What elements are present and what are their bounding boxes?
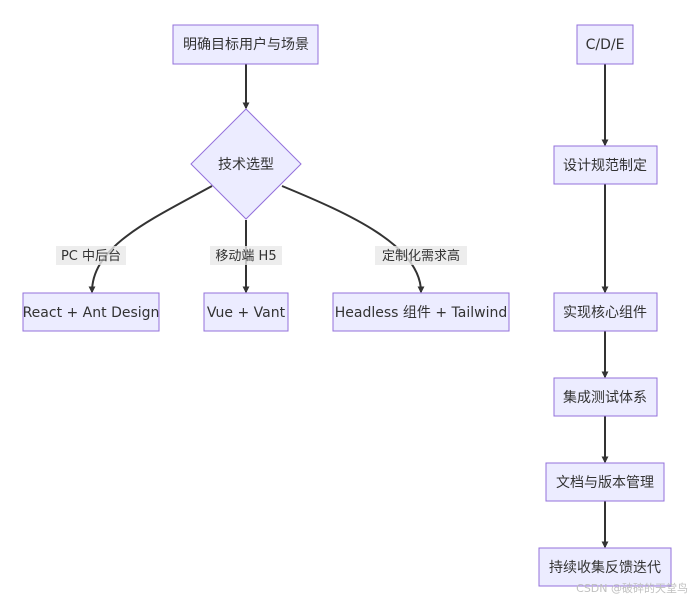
edge-tech-react xyxy=(88,185,213,294)
edges xyxy=(88,64,609,549)
node-vue: Vue + Vant xyxy=(203,292,289,332)
edge-label-custom: 定制化需求高 xyxy=(375,246,467,265)
node-spec: 设计规范制定 xyxy=(553,145,658,185)
node-docs-label: 文档与版本管理 xyxy=(556,475,654,491)
edge-label-pc: PC 中后台 xyxy=(56,246,126,265)
node-goal-label: 明确目标用户与场景 xyxy=(183,36,309,53)
node-feedback-label: 持续收集反馈迭代 xyxy=(549,559,661,576)
node-docs: 文档与版本管理 xyxy=(545,462,665,502)
node-headless-label: Headless 组件 + Tailwind xyxy=(335,305,507,321)
watermark: CSDN @破碎的天堂鸟 xyxy=(576,582,688,595)
node-test-label: 集成测试体系 xyxy=(563,389,647,406)
node-headless: Headless 组件 + Tailwind xyxy=(332,292,510,332)
node-core: 实现核心组件 xyxy=(553,292,658,332)
node-goal: 明确目标用户与场景 xyxy=(172,24,319,65)
edge-tech-headless xyxy=(281,185,425,294)
edge-label-mobile: 移动端 H5 xyxy=(210,246,282,265)
edge-label-custom-text: 定制化需求高 xyxy=(382,248,460,264)
node-tech-decision: 技术选型 xyxy=(190,108,302,220)
node-vue-label: Vue + Vant xyxy=(207,305,286,321)
node-cde-label: C/D/E xyxy=(586,37,625,53)
node-core-label: 实现核心组件 xyxy=(563,305,647,321)
node-cde: C/D/E xyxy=(576,24,634,65)
node-react: React + Ant Design xyxy=(22,292,160,332)
node-react-label: React + Ant Design xyxy=(23,305,160,321)
node-test: 集成测试体系 xyxy=(553,377,658,417)
node-tech-label: 技术选型 xyxy=(218,157,274,173)
edge-label-pc-text: PC 中后台 xyxy=(61,249,121,264)
edge-label-mobile-text: 移动端 H5 xyxy=(215,249,276,264)
node-spec-label: 设计规范制定 xyxy=(563,157,647,174)
node-feedback: 持续收集反馈迭代 xyxy=(538,547,672,587)
